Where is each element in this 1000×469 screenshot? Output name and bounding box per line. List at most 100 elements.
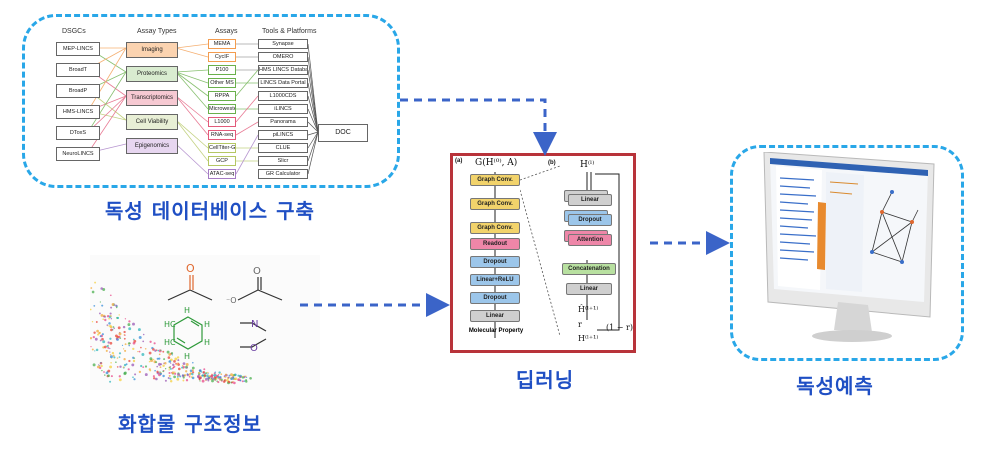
scatter-point (149, 340, 152, 343)
scatter-point (211, 379, 214, 383)
scatter-point (101, 333, 104, 336)
scatter-point (133, 357, 136, 359)
scatter-point (148, 368, 151, 371)
scatter-point (191, 372, 194, 376)
one-minus-r-label: (1 − r) (606, 323, 633, 332)
assay-type-item: Cell Viability (126, 114, 178, 130)
scatter-point (162, 374, 165, 378)
scatter-point (99, 301, 102, 303)
scatter-point (118, 378, 122, 382)
scatter-point (239, 379, 242, 382)
scatter-point (98, 312, 101, 315)
scatter-point (95, 348, 99, 352)
h-l-label: H⁽ˡ⁾ (580, 160, 595, 170)
layer-dropout: Dropout (568, 214, 612, 226)
scatter-point (188, 375, 191, 378)
scatter-point (142, 366, 145, 368)
scatter-point (118, 356, 121, 358)
scatter-point (243, 380, 246, 382)
svg-text:HC: HC (164, 320, 176, 329)
scatter-point (171, 354, 174, 356)
svg-text:⁻O: ⁻O (226, 296, 237, 305)
database-panel (22, 14, 400, 188)
scatter-point (124, 371, 127, 375)
scatter-point (141, 353, 145, 356)
layer-concatenation: Concatenation (562, 263, 616, 275)
scatter-point (220, 378, 223, 381)
scatter-point (133, 339, 137, 343)
scatter-point (149, 357, 153, 361)
scatter-point (185, 379, 189, 382)
scatter-point (214, 376, 217, 379)
scatter-point (118, 352, 122, 355)
dsgc-item: BroadP (56, 84, 100, 98)
scatter-point (191, 369, 194, 372)
assay-item: Microwestern (208, 104, 236, 114)
scatter-point (197, 371, 201, 375)
assay-item: Other MS (208, 78, 236, 88)
scatter-point (185, 366, 188, 369)
scatter-point (200, 375, 202, 377)
scatter-point (142, 333, 145, 336)
assay-item: GCP (208, 156, 236, 166)
scatter-point (115, 306, 118, 309)
scatter-point (154, 369, 156, 372)
scatter-point (138, 370, 142, 374)
scatter-point (199, 376, 202, 379)
svg-text:H: H (184, 306, 190, 315)
scatter-point (157, 349, 160, 352)
scatter-point (213, 373, 217, 377)
scatter-point (152, 377, 156, 380)
scatter-point (159, 371, 161, 373)
scatter-point (230, 373, 233, 377)
scatter-point (109, 312, 112, 315)
scatter-point (173, 375, 176, 379)
scatter-point (132, 338, 135, 341)
scatter-point (110, 315, 112, 317)
scatter-point (198, 378, 201, 381)
dsgc-item: DToxS (56, 126, 100, 140)
input-graph-label: G(H⁽⁰⁾, A) (475, 158, 518, 168)
scatter-point (107, 374, 110, 377)
scatter-point (128, 359, 131, 363)
svg-text:O: O (253, 266, 261, 277)
scatter-point (228, 374, 231, 377)
header-dsgcs: DSGCs (62, 28, 86, 35)
scatter-point (128, 344, 131, 347)
scatter-point (123, 358, 126, 361)
layer-readout: Readout (470, 238, 520, 250)
layer-linear: Linear (566, 283, 612, 295)
scatter-point (175, 362, 177, 365)
scatter-point (153, 342, 156, 345)
scatter-point (144, 373, 148, 377)
scatter-point (176, 356, 180, 359)
scatter-point (109, 355, 113, 359)
scatter-point (133, 378, 136, 381)
svg-text:H: H (204, 320, 210, 329)
scatter-point (124, 349, 127, 352)
scatter-point (154, 349, 157, 352)
scatter-point (207, 373, 209, 375)
scatter-point (169, 366, 171, 369)
scatter-point (124, 343, 127, 346)
scatter-point (132, 376, 134, 379)
scatter-point (170, 352, 174, 355)
scatter-point (101, 304, 104, 307)
tool-item: Panorama (258, 117, 308, 127)
tool-item: OMERO (258, 52, 308, 62)
layer-graph-conv: Graph Conv. (470, 222, 520, 234)
scatter-point (112, 326, 115, 328)
scatter-point (220, 373, 223, 376)
assay-item: CycIF (208, 52, 236, 62)
scatter-point (134, 373, 137, 376)
scatter-point (140, 346, 142, 349)
scatter-point (207, 379, 210, 382)
scatter-point (242, 375, 244, 378)
scatter-point (94, 350, 96, 352)
scatter-point (191, 376, 195, 380)
scatter-point (245, 375, 247, 378)
scatter-point (158, 353, 161, 356)
scatter-point (176, 376, 179, 378)
scatter-point (103, 345, 107, 349)
scatter-point (122, 348, 125, 350)
